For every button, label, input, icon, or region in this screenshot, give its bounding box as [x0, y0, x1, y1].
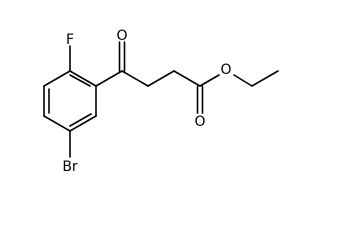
- bromine-atom-label: Br: [62, 159, 78, 175]
- bond-ring-to-ketone-carbon: [95, 70, 123, 87]
- ring-bond-c1-c2: [69, 70, 97, 87]
- ketone-oxygen-label: O: [116, 28, 127, 44]
- benzene-ring: [43, 70, 97, 132]
- bond-ch2-b-to-ester-carbon: [173, 70, 201, 87]
- bond-ether-oxygen-to-ethyl-ch2: [233, 74, 253, 87]
- bond-ch2-a-to-ch2-b: [147, 70, 175, 87]
- canvas-background: [0, 0, 352, 210]
- bond-ethyl-ch2-to-ch3: [251, 70, 279, 87]
- bond-ketone-to-ch2-a: [121, 70, 149, 87]
- fluorine-atom-label: F: [66, 32, 74, 48]
- molecule-structure-diagram: F O O O Br: [0, 0, 352, 210]
- ester-ether-oxygen-label: O: [220, 62, 231, 78]
- ring-inner-double-bond-c1-c2: [69, 74, 91, 87]
- ester-carbonyl-oxygen-label: O: [194, 114, 205, 130]
- bond-ester-carbon-to-ether-oxygen: [199, 74, 220, 87]
- ring-inner-double-bond-c5-c6: [69, 113, 92, 127]
- ring-bond-c2-c3: [43, 70, 71, 87]
- ring-bond-c4-c5: [43, 115, 71, 132]
- ring-bond-c5-c6: [69, 115, 97, 132]
